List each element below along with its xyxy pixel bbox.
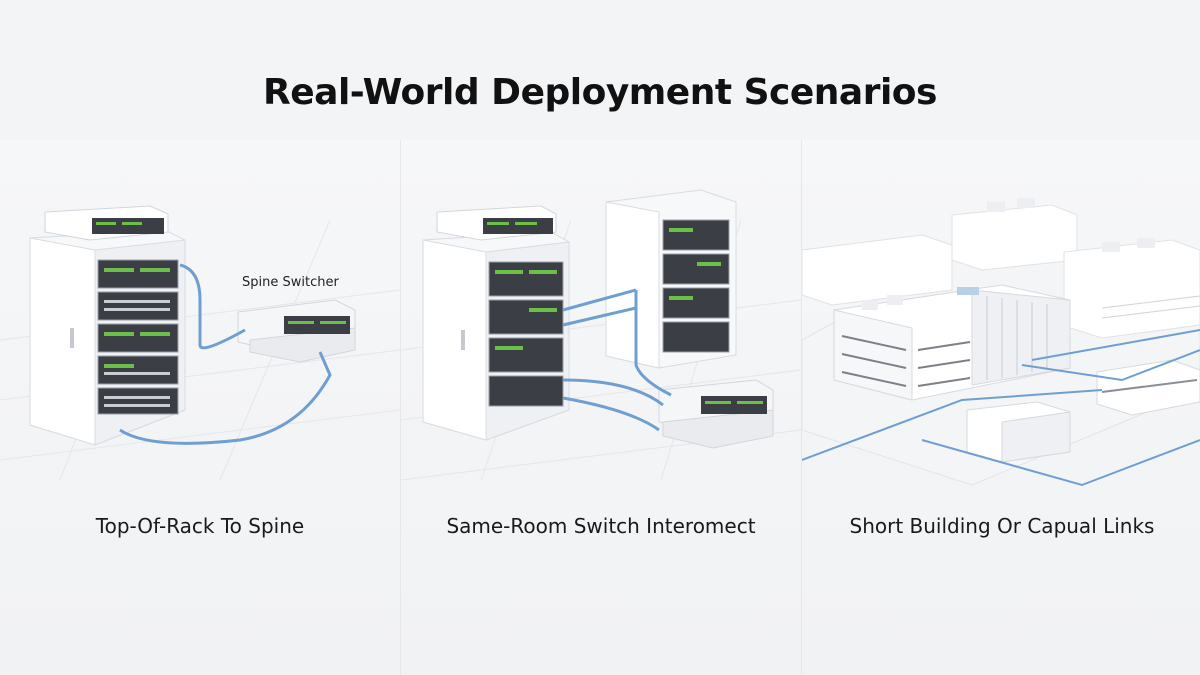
spine-switch (237, 299, 356, 363)
top-switch (44, 205, 169, 241)
building-small-front (966, 401, 1071, 463)
rack-equipment (97, 259, 179, 415)
caption-top-of-rack: Top-Of-Rack To Spine (95, 514, 305, 538)
spine-switch-label: Spine Switcher (242, 275, 339, 290)
page-title: Real-World Deployment Scenarios (263, 72, 937, 113)
rack-to-spine-illustration: Spine Switcher (0, 205, 400, 481)
building-small-right (1096, 359, 1200, 416)
panel-top-of-rack: Spine Switcher Top-Of-Rack To Spine (0, 140, 400, 675)
same-room-illustration (401, 189, 801, 481)
campus-illustration (802, 198, 1200, 487)
caption-campus: Short Building Or Capual Links (849, 514, 1155, 538)
cables (562, 288, 672, 432)
building-back-left (802, 234, 953, 306)
top-switch-left (436, 205, 557, 241)
building-right (1063, 238, 1200, 339)
caption-same-room: Same-Room Switch Interomect (446, 514, 756, 538)
rack-left (422, 231, 570, 441)
building-main (833, 284, 1071, 401)
divider (801, 140, 802, 675)
floor-switch (658, 379, 774, 449)
cables (119, 263, 332, 445)
rack-right (605, 189, 737, 369)
panel-same-room: Same-Room Switch Interomect (401, 140, 801, 675)
panel-campus: Short Building Or Capual Links (802, 140, 1200, 675)
divider (400, 140, 401, 675)
building-back-center (951, 198, 1078, 271)
network-links (802, 329, 1200, 487)
